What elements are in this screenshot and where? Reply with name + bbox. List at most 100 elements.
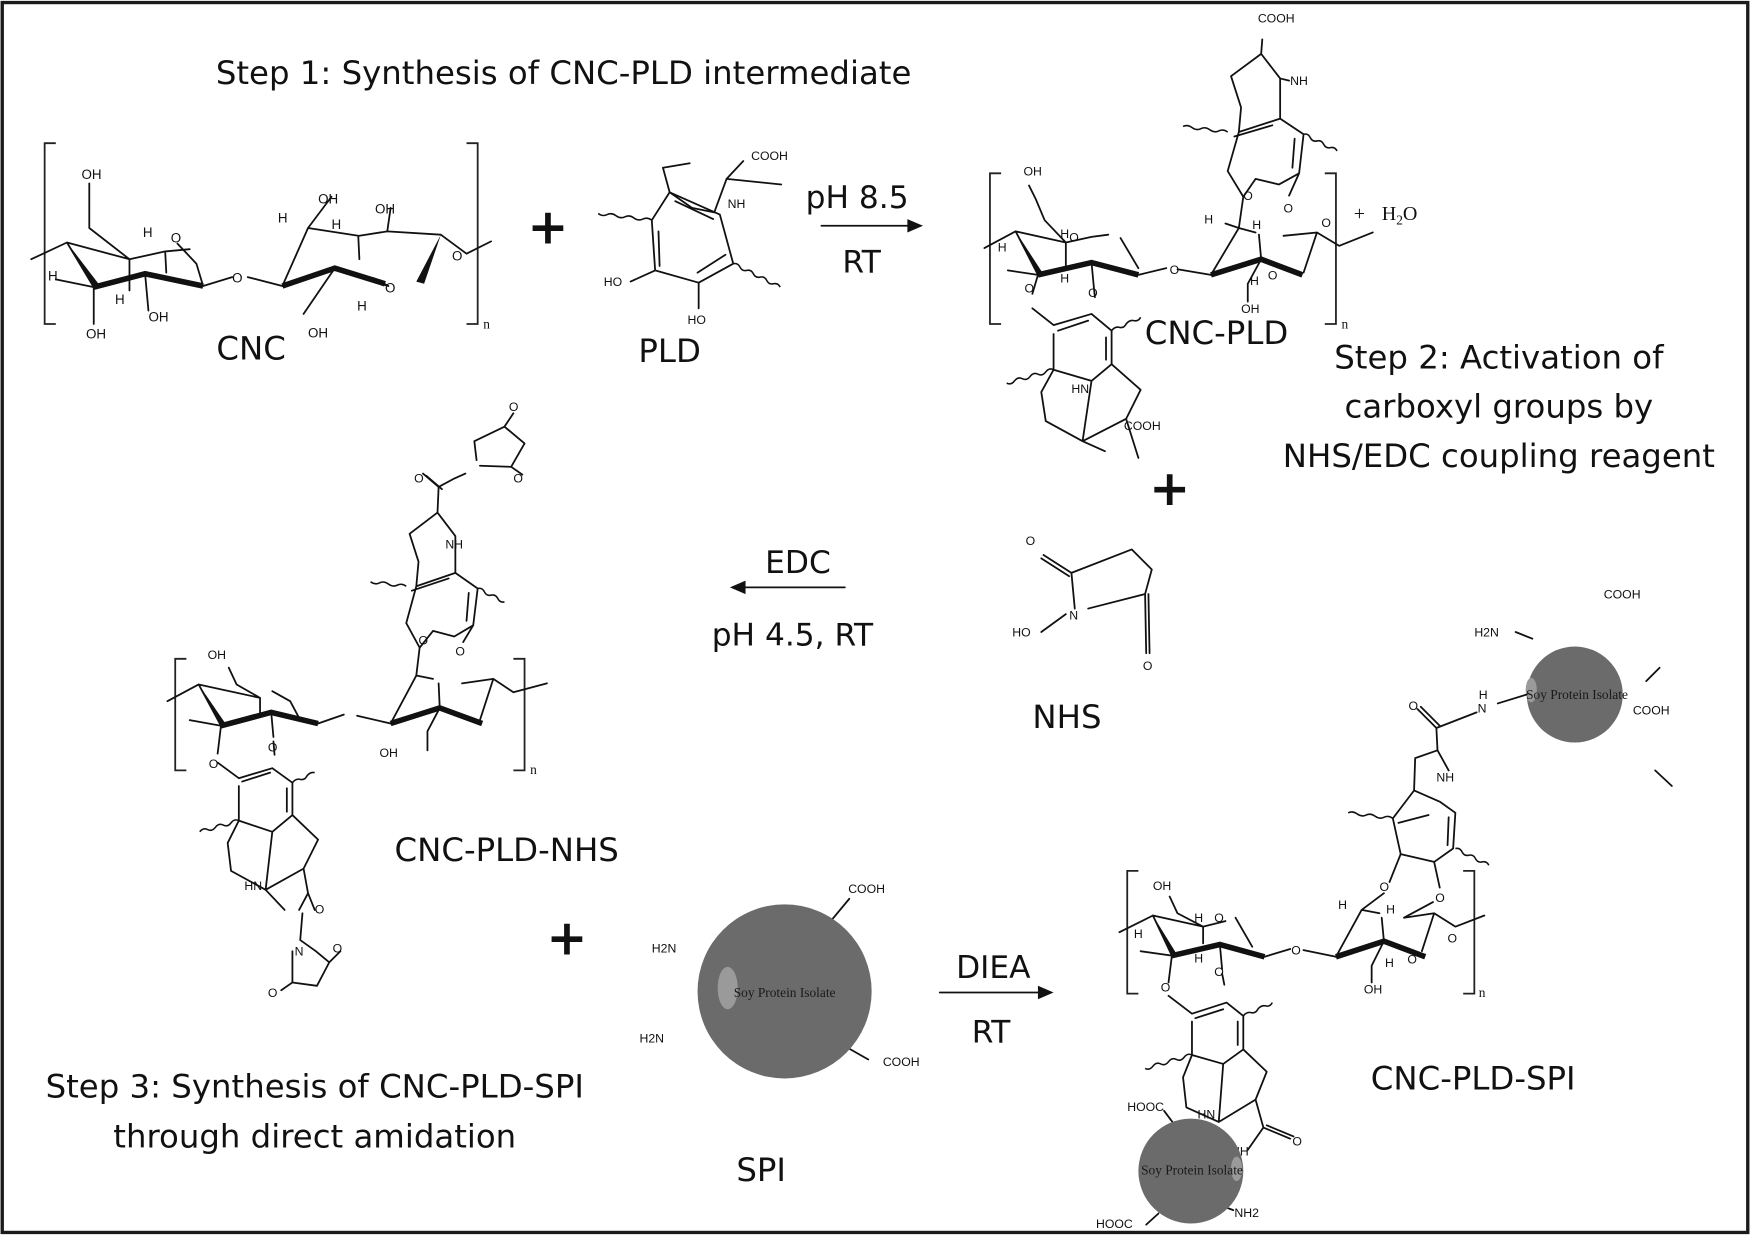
step2-caption-line2: carboxyl groups by: [1345, 388, 1654, 426]
wedge-bond: [198, 684, 226, 726]
atom-label: H: [1252, 218, 1261, 232]
atom-label: O: [452, 248, 462, 263]
wavy-bond-polymer-continuation: [1303, 133, 1338, 152]
structure-cnc: n OH H H H O OH OH O OH H H OH H O OH O: [30, 142, 492, 341]
atom-label: OH: [81, 167, 101, 182]
atom-label: O: [1268, 268, 1278, 282]
atom-label: COOH: [1633, 704, 1670, 718]
atom-label: H: [143, 225, 153, 240]
repeat-bracket-left: [1126, 869, 1139, 995]
bold-bond: [220, 709, 319, 729]
arrow-head-right-icon: [907, 219, 923, 233]
wavy-bond-polymer-continuation: [1455, 847, 1490, 866]
atom-label: O: [1170, 263, 1180, 277]
reaction-arrow-step2: EDC pH 4.5, RT: [712, 545, 874, 654]
water-o: O: [1403, 203, 1418, 225]
atom-label: H: [1250, 274, 1259, 288]
compound-label-cnc-pld: CNC-PLD: [1145, 314, 1289, 352]
water-subscript: 2: [1396, 213, 1403, 228]
atom-label: OH: [1023, 165, 1041, 179]
atom-label: HOOC: [1127, 1100, 1164, 1114]
structure-cnc-pld: n COOH NH O O OH H H O H O H H H O OH O …: [983, 12, 1374, 459]
step3-caption-line2: through direct amidation: [113, 1118, 516, 1156]
atom-label: NH2: [1234, 1206, 1259, 1220]
atom-label: O: [1161, 980, 1171, 994]
atom-label: O: [1291, 944, 1301, 958]
repeat-bracket-right: [1324, 172, 1337, 325]
ring-bonds-2: [1006, 261, 1212, 295]
atom-label: O: [1088, 286, 1098, 300]
atom-label: NH: [445, 537, 463, 551]
carboxyl-bond: [1645, 666, 1661, 683]
atom-label: N: [1478, 701, 1487, 715]
sphere-highlight: [1525, 677, 1537, 703]
reaction-arrow-step3: DIEA RT: [938, 950, 1054, 1051]
atom-label: COOH: [1124, 419, 1161, 433]
wedge-bond: [66, 242, 100, 288]
wedge-bond-2: [416, 234, 441, 284]
compound-label-nhs: NHS: [1032, 698, 1101, 736]
wavy-bond-polymer-continuation: [1182, 124, 1229, 133]
benzene-ring: [650, 191, 735, 284]
atom-label: H: [1385, 956, 1394, 970]
atom-label: H: [1204, 213, 1213, 227]
atom-label: HO: [688, 313, 706, 327]
atom-label: O: [1026, 534, 1036, 548]
repeat-bracket-right: [1463, 869, 1476, 995]
arrow-condition-below: pH 4.5, RT: [712, 617, 874, 653]
sphere-label: Soy Protein Isolate: [734, 985, 836, 1000]
ring-bonds-2: [188, 711, 392, 755]
atom-label: OH: [208, 648, 226, 662]
repeat-bracket-left: [43, 142, 56, 325]
atom-label: H: [1134, 927, 1143, 941]
repeat-bracket-right: [513, 657, 526, 772]
atom-label: O: [268, 986, 278, 1000]
wavy-bond-polymer-continuation: [597, 212, 653, 221]
plus-sign-step1: +: [527, 198, 568, 256]
structure-nhs: O N HO O: [1012, 534, 1153, 673]
atom-label: OH: [1153, 879, 1171, 893]
arrow-condition-below: RT: [972, 1015, 1011, 1051]
atom-label: H2N: [640, 1032, 665, 1046]
atom-label: O: [1214, 965, 1224, 979]
atom-label: O: [1408, 699, 1418, 713]
atom-label: OH: [148, 310, 168, 325]
atom-label: O: [1069, 230, 1079, 244]
atom-label: O: [385, 281, 395, 296]
atom-label: H: [998, 240, 1007, 254]
wavy-bond-polymer-continuation: [1006, 368, 1054, 385]
atom-label: O: [414, 471, 424, 485]
ring-bonds-4: [307, 195, 492, 255]
repeat-index-n: n: [1479, 985, 1486, 1000]
lower-pld-nhs-ester: [216, 740, 342, 992]
atom-label: OH: [375, 201, 395, 216]
atom-label: O: [1379, 880, 1389, 894]
repeat-index-n: n: [1342, 316, 1349, 331]
plus-sign-step2: +: [1149, 459, 1190, 517]
ring-bonds-3: [389, 674, 548, 752]
atom-label: HOOC: [1096, 1217, 1133, 1231]
wavy-bond-polymer-continuation: [477, 587, 505, 603]
arrow-condition-above: EDC: [765, 545, 831, 581]
atom-label: H2N: [1474, 625, 1499, 639]
structure-cnc-pld-spi: Soy Protein Isolate COOH H2N COOH N H O …: [1096, 588, 1673, 1231]
atom-label: H: [1479, 688, 1488, 702]
atom-label: O: [1243, 189, 1253, 203]
bold-bond: [93, 270, 204, 290]
wavy-bond-polymer-continuation: [733, 262, 781, 288]
water-h: H: [1382, 203, 1397, 225]
atom-label: COOH: [1604, 588, 1641, 602]
atom-label: O: [268, 740, 278, 754]
byproduct-plus: +: [1354, 203, 1365, 225]
atom-label: H: [1194, 911, 1203, 925]
atom-label: O: [513, 471, 523, 485]
atom-label: OH: [379, 746, 397, 760]
atom-label: H2N: [652, 941, 677, 955]
wavy-bond-polymer-continuation: [1242, 1002, 1274, 1017]
ring-bonds-2: [1139, 943, 1337, 984]
compound-label-spi: SPI: [736, 1151, 786, 1189]
atom-label: HO: [1012, 625, 1030, 639]
atom-label: O: [1214, 911, 1224, 925]
